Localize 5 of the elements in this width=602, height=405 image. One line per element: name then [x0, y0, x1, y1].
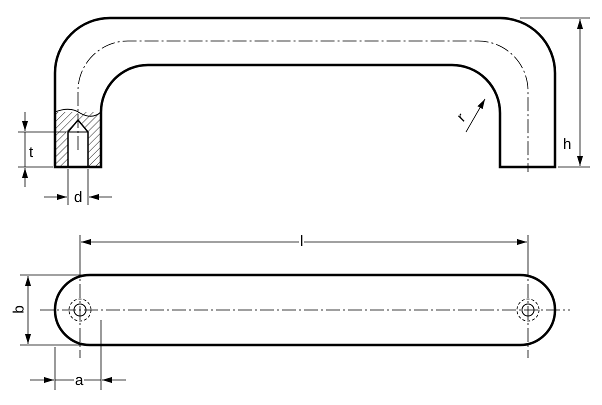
- dimension-label: t: [28, 145, 34, 160]
- dimension-label: d: [73, 190, 84, 205]
- dimension-label: h: [562, 137, 572, 152]
- dimension-label: b: [12, 304, 27, 315]
- dimension-label: l: [299, 234, 304, 249]
